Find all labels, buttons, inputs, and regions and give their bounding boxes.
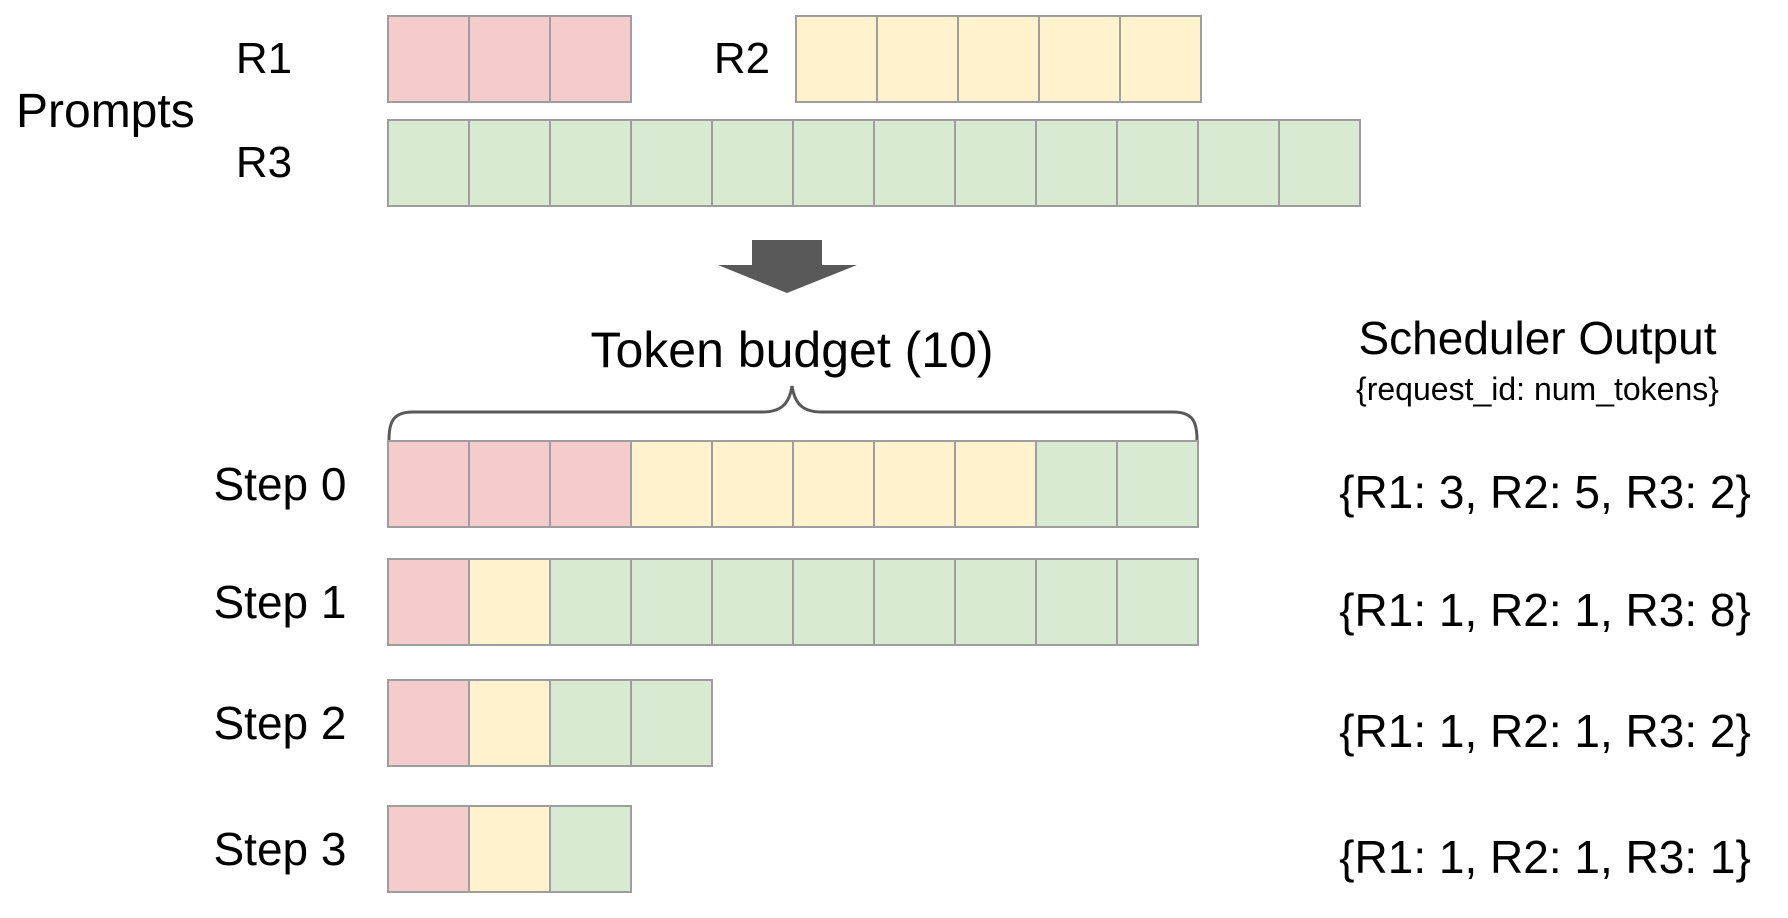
token-cell-r3 <box>630 679 713 767</box>
token-budget-brace <box>387 385 1199 442</box>
scheduler-output-subtitle: {request_id: num_tokens} <box>1356 371 1719 407</box>
token-cell-r1 <box>387 679 470 767</box>
token-cell-r3 <box>954 119 1037 207</box>
token-cell-r3 <box>630 558 713 646</box>
token-cell-r3 <box>630 119 713 207</box>
token-cell-r3 <box>1035 119 1118 207</box>
step-row-2 <box>387 679 713 767</box>
token-cell-r1 <box>387 440 470 528</box>
token-cell-r1 <box>387 805 470 893</box>
token-cell-r1 <box>387 15 470 103</box>
token-budget-label: Token budget (10) <box>590 322 994 378</box>
token-cell-r3 <box>549 679 632 767</box>
token-cell-r1 <box>468 440 551 528</box>
down-arrow-icon <box>718 240 857 293</box>
token-cell-r1 <box>549 15 632 103</box>
step-label-0: Step 0 <box>213 458 347 510</box>
scheduler-output-title: Scheduler Output <box>1358 312 1717 364</box>
token-cell-r3 <box>549 558 632 646</box>
token-cell-r2 <box>873 440 956 528</box>
token-cell-r2 <box>957 15 1040 103</box>
token-cell-r3 <box>1197 119 1280 207</box>
step-label-2: Step 2 <box>213 697 347 749</box>
token-cell-r2 <box>468 679 551 767</box>
token-cell-r2 <box>954 440 1037 528</box>
scheduler-output-line-1: {R1: 1, R2: 1, R3: 8} <box>1339 584 1751 636</box>
token-cell-r3 <box>1278 119 1361 207</box>
token-cell-r3 <box>792 558 875 646</box>
token-cell-r2 <box>468 805 551 893</box>
token-cell-r3 <box>711 119 794 207</box>
token-cell-r3 <box>873 119 956 207</box>
prompt-row-r2 <box>795 15 1202 103</box>
token-cell-r2 <box>792 440 875 528</box>
token-cell-r3 <box>711 558 794 646</box>
step-row-0 <box>387 440 1199 528</box>
token-cell-r3 <box>1116 440 1199 528</box>
token-cell-r3 <box>549 119 632 207</box>
token-cell-r3 <box>1035 440 1118 528</box>
token-cell-r3 <box>1116 558 1199 646</box>
request-label-r2: R2 <box>713 34 771 83</box>
token-cell-r3 <box>873 558 956 646</box>
token-cell-r1 <box>549 440 632 528</box>
scheduler-output-line-3: {R1: 1, R2: 1, R3: 1} <box>1339 831 1751 883</box>
token-cell-r3 <box>468 119 551 207</box>
token-cell-r3 <box>954 558 1037 646</box>
step-label-1: Step 1 <box>213 576 347 628</box>
token-cell-r3 <box>792 119 875 207</box>
request-label-r3: R3 <box>235 138 293 187</box>
token-cell-r2 <box>795 15 878 103</box>
request-label-r1: R1 <box>235 34 293 83</box>
token-cell-r2 <box>1119 15 1202 103</box>
token-cell-r3 <box>387 119 470 207</box>
scheduler-output-line-2: {R1: 1, R2: 1, R3: 2} <box>1339 705 1751 757</box>
token-cell-r2 <box>1038 15 1121 103</box>
token-cell-r3 <box>549 805 632 893</box>
token-cell-r1 <box>387 558 470 646</box>
step-row-3 <box>387 805 632 893</box>
token-cell-r3 <box>1116 119 1199 207</box>
token-cell-r2 <box>711 440 794 528</box>
prompts-section-label: Prompts <box>16 85 195 138</box>
token-cell-r3 <box>1035 558 1118 646</box>
prompt-row-r3 <box>387 119 1361 207</box>
prompt-row-r1 <box>387 15 632 103</box>
token-cell-r2 <box>630 440 713 528</box>
token-cell-r2 <box>468 558 551 646</box>
token-cell-r1 <box>468 15 551 103</box>
step-label-3: Step 3 <box>213 823 347 875</box>
step-row-1 <box>387 558 1199 646</box>
scheduler-output-line-0: {R1: 3, R2: 5, R3: 2} <box>1339 466 1751 518</box>
token-cell-r2 <box>876 15 959 103</box>
